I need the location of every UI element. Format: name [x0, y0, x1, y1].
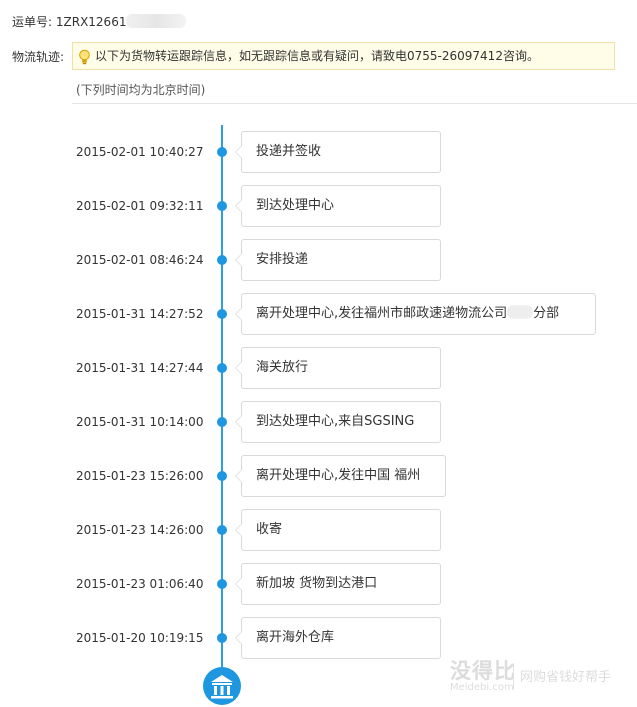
notice-text: 以下为货物转运跟踪信息，如无跟踪信息或有疑问，请致电0755-26097412咨… — [95, 49, 539, 63]
redacted-blur — [126, 14, 187, 28]
event-desc: 到达处理中心 — [256, 198, 335, 213]
timeline-dot — [217, 363, 227, 373]
divider — [72, 103, 637, 104]
timeline-dot — [217, 525, 227, 535]
event-card: 安排投递 — [235, 239, 441, 281]
waybill-number: 1ZRX12661 — [55, 15, 127, 29]
event-time: 2015-01-31 14:27:44 — [76, 361, 204, 375]
timeline-dot — [217, 579, 227, 589]
event-time: 2015-01-20 10:19:15 — [76, 631, 204, 645]
lightbulb-icon — [79, 49, 90, 65]
event-time: 2015-02-01 09:32:11 — [76, 199, 204, 213]
watermark-separator — [513, 663, 514, 689]
timeline-dot — [217, 633, 227, 643]
track-label: 物流轨迹: — [12, 50, 65, 64]
event-desc: 海关放行 — [256, 360, 309, 375]
event-card: 新加坡 货物到达港口 — [235, 563, 441, 605]
notice-banner: 以下为货物转运跟踪信息，如无跟踪信息或有疑问，请致电0755-26097412咨… — [72, 42, 615, 70]
event-time: 2015-01-23 15:26:00 — [76, 469, 204, 483]
event-time: 2015-01-23 14:26:00 — [76, 523, 204, 537]
event-time: 2015-02-01 08:46:24 — [76, 253, 204, 267]
timeline-dot — [217, 201, 227, 211]
event-desc: 离开处理中心,发往福州市邮政速递物流公司 — [256, 306, 508, 321]
event-card: 海关放行 — [235, 347, 441, 389]
watermark-slogan: 网购省钱好帮手 — [520, 670, 612, 685]
timeline-line — [221, 125, 223, 677]
event-desc: 离开处理中心,发往中国 福州 — [256, 468, 421, 483]
event-time: 2015-01-31 10:14:00 — [76, 415, 204, 429]
event-time: 2015-01-31 14:27:52 — [76, 307, 204, 321]
event-time: 2015-02-01 10:40:27 — [76, 145, 204, 159]
event-desc-suffix: 分部 — [533, 306, 560, 321]
timeline-dot — [217, 309, 227, 319]
waybill-label: 运单号: — [12, 15, 53, 29]
event-desc: 离开海外仓库 — [256, 630, 335, 645]
event-desc: 安排投递 — [256, 252, 309, 267]
watermark-domain: Meidebi.com — [450, 682, 514, 693]
event-time: 2015-01-23 01:06:40 — [76, 577, 204, 591]
event-desc: 新加坡 货物到达港口 — [256, 576, 378, 591]
bank-building-icon — [203, 667, 241, 705]
event-card: 到达处理中心 — [235, 185, 441, 227]
event-card: 离开处理中心,发往福州市邮政速递物流公司 分部 — [235, 293, 596, 335]
timezone-note: (下列时间均为北京时间) — [76, 83, 206, 97]
timeline-dot — [217, 255, 227, 265]
timeline-dot — [217, 147, 227, 157]
timeline-dot — [217, 417, 227, 427]
event-desc: 收寄 — [256, 522, 283, 537]
timeline-dot — [217, 471, 227, 481]
watermark-brand: 没得比 — [450, 659, 516, 683]
event-desc: 到达处理中心,来自SGSING — [256, 414, 415, 429]
event-card: 收寄 — [235, 509, 441, 551]
event-card: 离开海外仓库 — [235, 617, 441, 659]
redacted-blur — [507, 305, 534, 319]
event-card: 离开处理中心,发往中国 福州 — [235, 455, 446, 497]
event-card: 到达处理中心,来自SGSING — [235, 401, 441, 443]
waybill-row: 运单号: 1ZRX12661 — [12, 13, 187, 30]
watermark-logo: 没得比 Meidebi.com — [450, 655, 516, 693]
event-card: 投递并签收 — [235, 131, 441, 173]
event-desc: 投递并签收 — [256, 144, 322, 159]
